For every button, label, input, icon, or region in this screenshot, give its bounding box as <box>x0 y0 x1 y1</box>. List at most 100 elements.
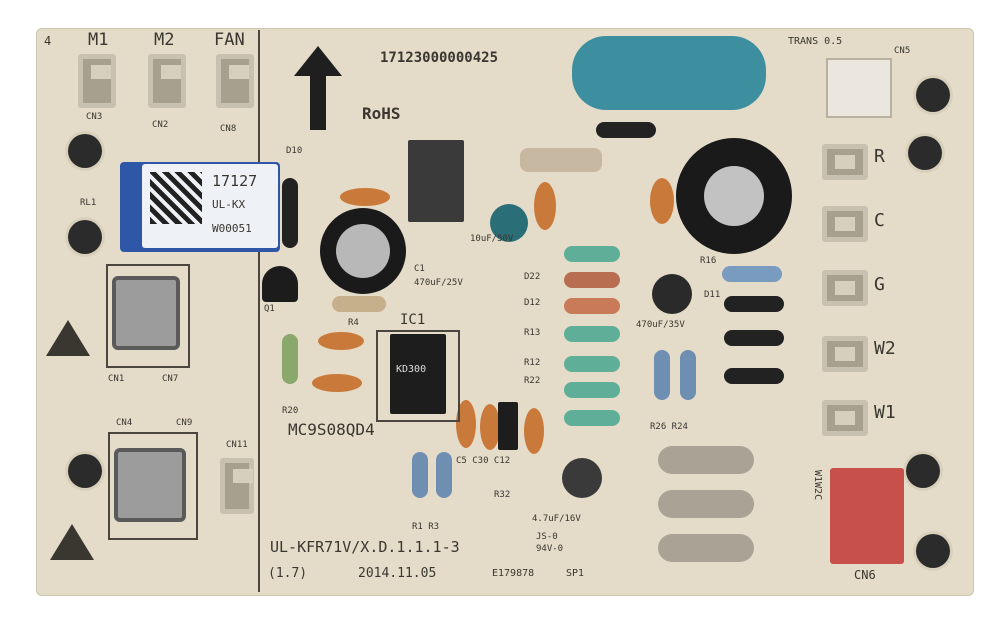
resistor <box>564 382 620 398</box>
resistor <box>520 148 602 172</box>
serial-text: E179878 <box>492 568 535 579</box>
label-d10: D10 <box>286 146 303 156</box>
resistor <box>564 410 620 426</box>
transistor <box>498 402 518 450</box>
resistor <box>654 350 670 400</box>
label-sp1: SP1 <box>566 568 585 579</box>
label-cn9: CN9 <box>176 418 193 428</box>
voltage-regulator <box>408 140 464 222</box>
label-cn3: CN3 <box>86 112 103 122</box>
resistor <box>680 350 696 400</box>
small-capacitor <box>490 204 528 242</box>
ceramic-capacitor <box>456 400 476 448</box>
label-w1w2c: W1W2C <box>812 470 823 501</box>
label-m1: M1 <box>88 30 109 50</box>
label-c1: C1 <box>414 264 425 274</box>
ic-name: MC9S08QD4 <box>288 420 375 439</box>
label-c1-value: 470uF/25V <box>414 278 463 288</box>
mounting-hole <box>68 134 102 168</box>
label-r22: R22 <box>524 376 541 386</box>
terminal-c <box>822 206 868 242</box>
microcontroller: KD300 <box>390 334 446 414</box>
sticker-line-2: UL-KX <box>212 198 246 211</box>
label-cn6: CN6 <box>854 568 876 582</box>
terminal-r <box>822 144 868 180</box>
capacitor-top <box>704 166 764 226</box>
terminal-w2 <box>822 336 868 372</box>
label-94v: 94V-0 <box>536 544 564 554</box>
label-c: C <box>874 210 885 231</box>
diode <box>724 330 784 346</box>
label-c-small: 10uF/50V <box>470 234 514 244</box>
label-rl1: RL1 <box>80 198 97 208</box>
qr-code-icon <box>150 172 202 224</box>
resistor <box>282 334 298 384</box>
label-r: R <box>874 146 885 167</box>
label-d22: D22 <box>524 272 541 282</box>
divider-line <box>258 30 260 592</box>
diode <box>596 122 656 138</box>
label-r16: R16 <box>700 256 717 266</box>
label-m2: M2 <box>154 30 175 50</box>
resistor <box>564 326 620 342</box>
resistor <box>332 296 386 312</box>
diode <box>564 272 620 288</box>
terminal-cn11 <box>220 458 254 514</box>
ceramic-capacitor <box>340 188 390 206</box>
label-r20: R20 <box>282 406 299 416</box>
mounting-hole <box>906 454 940 488</box>
resistor <box>564 356 620 372</box>
relay-outline <box>108 432 198 540</box>
up-arrow-icon <box>294 46 342 76</box>
label-c-bottom: 4.7uF/16V <box>532 514 581 524</box>
date-text: 2014.11.05 <box>358 566 437 581</box>
ceramic-capacitor <box>534 182 556 230</box>
label-fan: FAN <box>214 30 245 50</box>
mounting-hole <box>908 136 942 170</box>
label-cn1: CN1 <box>108 374 125 384</box>
label-r26r24: R26 R24 <box>650 422 688 432</box>
label-w2: W2 <box>874 338 896 359</box>
ceramic-capacitor <box>312 374 362 392</box>
terminal-fan <box>216 54 254 108</box>
transistor <box>262 266 298 302</box>
white-connector <box>826 58 892 118</box>
label-r13: R13 <box>524 328 541 338</box>
power-resistor <box>658 534 754 562</box>
label-r32: R32 <box>494 490 511 500</box>
capacitor-top <box>336 224 390 278</box>
resistor <box>564 246 620 262</box>
mounting-hole <box>68 454 102 488</box>
high-voltage-icon <box>50 524 94 560</box>
mounting-hole <box>68 220 102 254</box>
electrolytic-capacitor <box>676 138 792 254</box>
rohs-mark: RoHS <box>362 104 401 123</box>
label-ic-ref: IC1 <box>400 312 426 328</box>
power-resistor <box>658 446 754 474</box>
sticker-line-3: W00051 <box>212 222 252 235</box>
ceramic-capacitor <box>650 178 674 224</box>
terminal-m2 <box>148 54 186 108</box>
label-cn4: CN4 <box>116 418 133 428</box>
relay-block <box>112 276 180 350</box>
ic-outline <box>376 330 460 422</box>
small-capacitor <box>652 274 692 314</box>
label-cap-row: C5 C30 C12 <box>456 456 511 466</box>
blue-capacitor <box>572 36 766 110</box>
part-number: 17123000000425 <box>380 50 499 66</box>
label-g: G <box>874 274 885 295</box>
ic-marking: KD300 <box>396 364 427 375</box>
label-cn11: CN11 <box>226 440 248 450</box>
label-cn7: CN7 <box>162 374 179 384</box>
resistor <box>722 266 782 282</box>
model-text: UL-KFR71V/X.D.1.1.1-3 <box>270 538 460 556</box>
label-w1: W1 <box>874 402 896 423</box>
label-r4: R4 <box>348 318 359 328</box>
sticker-line-1: 17127 <box>212 172 258 190</box>
label-q1: Q1 <box>264 304 275 314</box>
label-cn5: CN5 <box>894 46 911 56</box>
label-js: JS-0 <box>536 532 558 542</box>
high-voltage-icon <box>46 320 90 356</box>
resistor <box>436 452 452 498</box>
resistor <box>412 452 428 498</box>
